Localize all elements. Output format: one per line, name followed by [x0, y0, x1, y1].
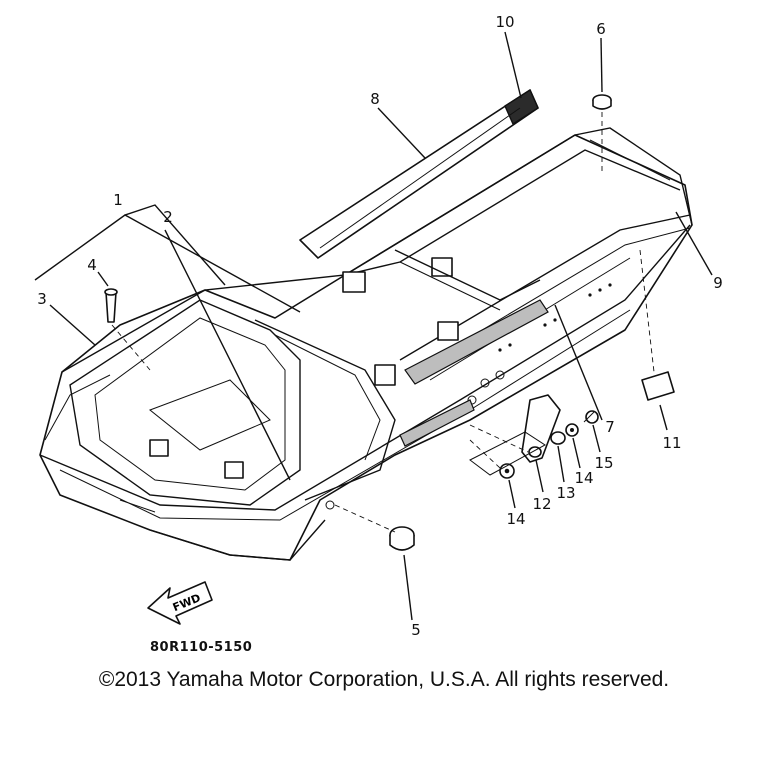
- cap-part-6: [592, 94, 612, 175]
- callout-6: 6: [596, 20, 606, 38]
- callout-numbers: 1 2 3 4 5 6 7 8 9 10 11 12 13 14 14 15: [37, 13, 723, 639]
- callout-8: 8: [370, 90, 380, 108]
- diagram-code: 80R110-5150: [150, 640, 253, 655]
- label-part-11: [639, 249, 675, 401]
- callout-2: 2: [163, 208, 173, 226]
- plug-part-5: [334, 504, 415, 551]
- hull-body: [39, 127, 693, 561]
- callout-9: 9: [713, 274, 723, 292]
- callout-11: 11: [662, 434, 681, 452]
- fwd-arrow-icon: FWD: [147, 581, 213, 625]
- callout-10: 10: [495, 13, 514, 31]
- leader-lines: [34, 31, 713, 621]
- callout-3: 3: [37, 290, 47, 308]
- callout-14-right: 14: [574, 469, 593, 487]
- seat-strip-part: [299, 88, 539, 259]
- callout-7: 7: [605, 418, 615, 436]
- callout-13: 13: [556, 484, 575, 502]
- callout-14-lower: 14: [506, 510, 525, 528]
- callout-12: 12: [532, 495, 551, 513]
- callout-4: 4: [87, 256, 97, 274]
- pin-part-4: [104, 288, 151, 371]
- callout-5: 5: [411, 621, 421, 639]
- copyright-notice: ©2013 Yamaha Motor Corporation, U.S.A. A…: [98, 668, 670, 691]
- hinge-assembly: [469, 394, 599, 479]
- callout-1: 1: [113, 191, 123, 209]
- callout-15: 15: [594, 454, 613, 472]
